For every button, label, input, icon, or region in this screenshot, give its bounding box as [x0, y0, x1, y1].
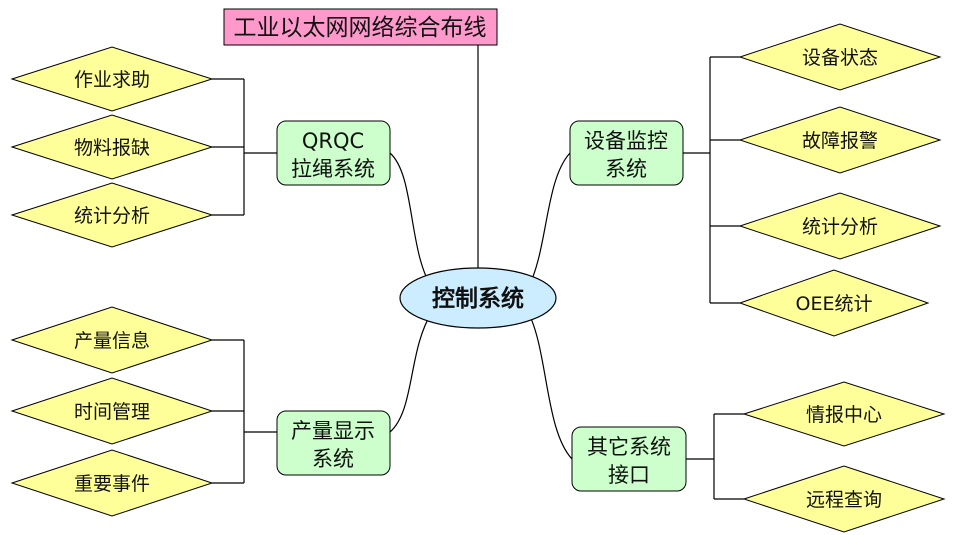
- leaf-equipment-1: 设备状态: [738, 23, 942, 91]
- leaf-equipment-2: 故障报警: [738, 106, 942, 174]
- leaf-equipment-4: OEE统计: [738, 269, 930, 337]
- leaf-production-1: 产量信息: [10, 306, 214, 374]
- connector-center-equipment: [527, 152, 571, 289]
- connector-center-qrqc: [389, 152, 433, 289]
- leaf-qrqc-1: 作业求助: [10, 46, 214, 112]
- mid-node-qrqc: QRQC 拉绳系统: [276, 120, 391, 186]
- mid-node-equipment: 设备监控 系统: [569, 120, 684, 186]
- leaf-diamond: [10, 182, 214, 248]
- leaf-diamond: [742, 381, 946, 447]
- title-node: 工业以太网网络综合布线: [223, 8, 498, 46]
- leaf-production-2: 时间管理: [10, 377, 214, 445]
- mid-text-production-line2: 系统: [312, 447, 354, 471]
- leaf-other-1: 情报中心: [742, 381, 946, 447]
- connectors: [212, 45, 744, 500]
- mid-text-other-line1: 其它系统: [587, 435, 671, 459]
- leaf-text: 情报中心: [806, 404, 882, 426]
- leaf-production-3: 重要事件: [10, 449, 214, 517]
- leaf-qrqc-2: 物料报缺: [10, 114, 214, 180]
- mid-text-equipment-line1: 设备监控: [584, 129, 668, 153]
- connector-center-production: [389, 311, 433, 433]
- center-text: 控制系统: [432, 285, 524, 312]
- leaf-diamond: [10, 46, 214, 112]
- leaf-text: 物料报缺: [74, 137, 150, 159]
- leaf-text: 产量信息: [74, 330, 150, 352]
- center-ellipse: [399, 267, 557, 329]
- leaf-diamond: [10, 449, 214, 517]
- leaf-diamond: [738, 23, 942, 91]
- mid-text-qrqc-line1: QRQC: [302, 129, 364, 153]
- center-node: 控制系统: [399, 267, 557, 329]
- leaf-text: OEE统计: [796, 293, 873, 315]
- leaf-text: 统计分析: [802, 216, 878, 238]
- leaf-text: 故障报警: [802, 130, 878, 152]
- title-text: 工业以太网网络综合布线: [234, 15, 487, 41]
- leaf-text: 重要事件: [74, 473, 150, 495]
- leaf-other-2: 远程查询: [742, 465, 946, 533]
- leaf-text: 时间管理: [74, 401, 150, 423]
- leaf-qrqc-3: 统计分析: [10, 182, 214, 248]
- leaf-diamond: [10, 377, 214, 445]
- leaf-diamond: [742, 465, 946, 533]
- leaf-text: 统计分析: [74, 205, 150, 227]
- mid-node-other: 其它系统 接口: [571, 426, 687, 492]
- mid-node-production: 产量显示 系统: [276, 410, 391, 476]
- title-box: [223, 8, 498, 46]
- mid-box-qrqc: [276, 120, 391, 186]
- leaf-diamond: [10, 114, 214, 180]
- leaf-diamond: [738, 269, 930, 337]
- mid-text-qrqc-line2: 拉绳系统: [291, 157, 375, 181]
- mid-text-other-line2: 接口: [608, 463, 650, 487]
- leaf-diamond: [738, 192, 942, 260]
- leaf-text: 设备状态: [802, 47, 878, 69]
- leaf-text: 远程查询: [806, 489, 882, 511]
- mid-text-equipment-line2: 系统: [605, 157, 647, 181]
- mid-box-other: [571, 426, 687, 492]
- connector-center-other: [527, 311, 573, 460]
- mid-box-equipment: [569, 120, 684, 186]
- leaf-diamond: [738, 106, 942, 174]
- leaf-text: 作业求助: [74, 69, 150, 91]
- leaf-equipment-3: 统计分析: [738, 192, 942, 260]
- mid-text-production-line1: 产量显示: [291, 419, 375, 443]
- leaf-diamond: [10, 306, 214, 374]
- mid-box-production: [276, 410, 391, 476]
